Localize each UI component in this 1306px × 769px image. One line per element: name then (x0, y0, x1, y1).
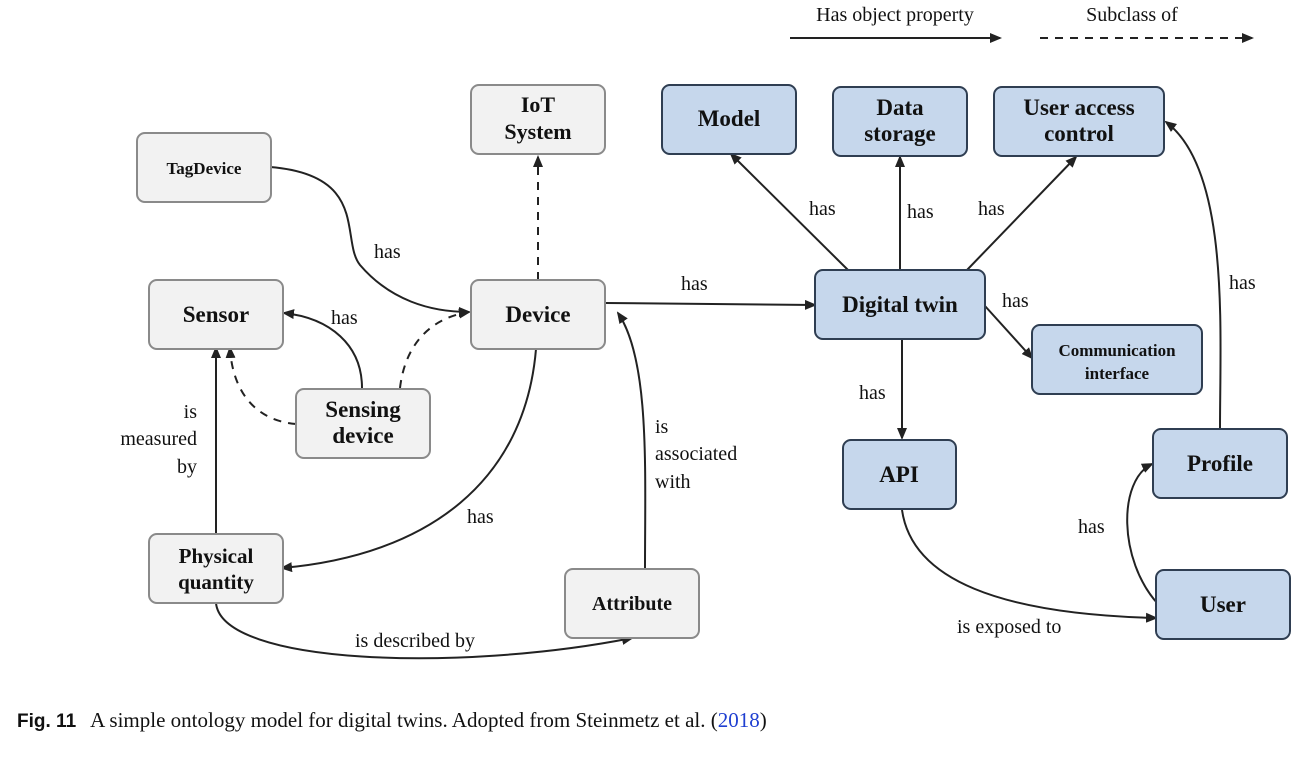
edge-sensing-subclass-device (399, 308, 471, 389)
label-dt-has-uac: has (978, 198, 1005, 220)
edge-api-user (901, 509, 1158, 623)
edge-dt-uac (966, 155, 1078, 271)
label-sensing-has: has (331, 307, 358, 329)
node-uac-line2: control (1044, 121, 1114, 146)
caption-close: ) (759, 708, 767, 732)
node-profile-label: Profile (1187, 451, 1253, 476)
node-sensing-device-line1: Sensing (325, 397, 401, 422)
legend-subclass-label: Subclass of (1086, 4, 1178, 26)
node-data-storage-line1: Data (876, 95, 924, 120)
node-iot-system-line1: IoT (521, 92, 556, 117)
label-is-exposed-to: is exposed to (957, 616, 1061, 638)
node-digital-twin: Digital twin (814, 269, 986, 340)
edge-device-pq (280, 348, 537, 573)
node-physical-quantity-line1: Physical (179, 544, 254, 568)
node-user: User (1155, 569, 1291, 640)
label-dt-has-storage: has (907, 201, 934, 223)
edge-labels: has has has is measured by has is associ… (120, 198, 1256, 652)
edge-user-profile (1126, 463, 1159, 605)
node-api-label: API (879, 462, 919, 487)
label-is-measured-by-2: measured (120, 428, 197, 450)
node-sensor-label: Sensor (183, 302, 249, 327)
node-data-storage: Data storage (832, 86, 968, 157)
legend-object-property-label: Has object property (816, 4, 974, 26)
caption-reference-link[interactable]: 2018 (717, 708, 760, 732)
node-tagdevice-label: TagDevice (167, 159, 242, 178)
edge-pq-attribute (215, 602, 634, 660)
label-dt-has-comm: has (1002, 290, 1029, 312)
node-device: Device (470, 279, 606, 350)
node-physical-quantity-line2: quantity (178, 570, 254, 594)
label-dt-has-model: has (809, 198, 836, 220)
node-user-label: User (1200, 592, 1246, 617)
node-attribute-label: Attribute (592, 593, 672, 615)
node-tagdevice: TagDevice (136, 132, 272, 203)
node-comm-line1: Communication (1058, 341, 1176, 360)
node-user-access-control: User access control (993, 86, 1165, 157)
edge-dt-comm (984, 305, 1034, 360)
label-is-associated-3: with (655, 471, 691, 493)
label-is-associated-1: is (655, 416, 669, 438)
edge-tagdevice-device (269, 166, 471, 317)
figure-label: Fig. 11 (17, 711, 77, 732)
label-tagdevice-has: has (374, 241, 401, 263)
label-dt-has-api: has (859, 382, 886, 404)
edge-attribute-device (616, 311, 647, 569)
node-iot-system: IoT System (470, 84, 606, 155)
caption-text: A simple ontology model for digital twin… (90, 708, 718, 732)
node-profile: Profile (1152, 428, 1288, 499)
label-device-has-dt: has (681, 273, 708, 295)
node-digital-twin-label: Digital twin (842, 292, 958, 317)
node-sensor: Sensor (148, 279, 284, 350)
edge-device-digitaltwin (605, 299, 817, 310)
node-comm-line2: interface (1085, 364, 1150, 383)
label-is-measured-by-1: is (184, 401, 198, 423)
node-device-label: Device (505, 302, 570, 327)
label-is-associated-2: associated (655, 443, 737, 465)
legend: Has object property Subclass of (790, 4, 1254, 43)
label-user-has-profile: has (1078, 516, 1105, 538)
label-is-described-by: is described by (355, 630, 475, 652)
label-is-measured-by-3: by (177, 456, 197, 478)
figure-caption: Fig. 11 A simple ontology model for digit… (17, 708, 1287, 733)
node-api: API (842, 439, 957, 510)
node-sensing-device-line2: device (332, 423, 393, 448)
edge-sensing-subclass-sensor (225, 346, 297, 425)
node-model: Model (661, 84, 797, 155)
node-data-storage-line2: storage (864, 121, 936, 146)
node-iot-system-line2: System (504, 119, 571, 144)
edge-profile-uac (1164, 120, 1222, 429)
node-communication-interface: Communication interface (1031, 324, 1203, 395)
node-physical-quantity: Physical quantity (148, 533, 284, 604)
edges (211, 120, 1222, 660)
label-profile-has-uac: has (1229, 272, 1256, 294)
edge-dt-model (729, 152, 849, 271)
label-device-has-pq: has (467, 506, 494, 528)
node-model-label: Model (698, 106, 761, 131)
node-uac-line1: User access (1023, 95, 1134, 120)
edge-sensing-sensor (282, 309, 363, 389)
node-attribute: Attribute (564, 568, 700, 639)
node-sensing-device: Sensing device (295, 388, 431, 459)
